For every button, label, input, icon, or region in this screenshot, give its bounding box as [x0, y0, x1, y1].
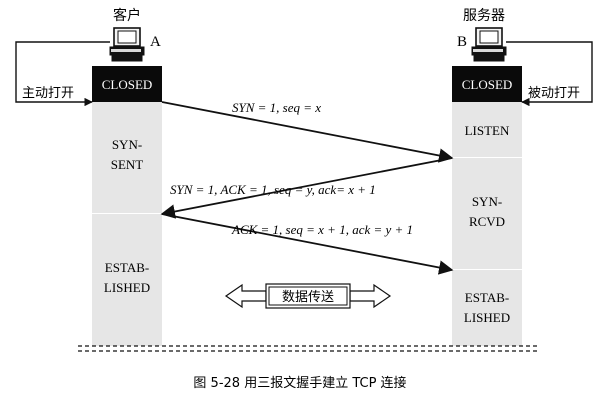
- client-established-line2: LISHED: [104, 280, 150, 295]
- client-established-box: [92, 214, 162, 346]
- client-syn-sent-line2: SENT: [111, 157, 144, 172]
- client-established-line1: ESTAB-: [105, 260, 149, 275]
- message-ack-label: ACK = 1, seq = x + 1, ack = y + 1: [231, 222, 413, 237]
- message-syn-arrow: [161, 101, 454, 163]
- server-established-line2: LISHED: [464, 310, 510, 325]
- passive-open-arrow: [506, 41, 593, 107]
- server-established-box: [452, 270, 522, 346]
- data-transfer-indicator: 数据传送: [224, 283, 392, 309]
- server-syn-rcvd-line2: RCVD: [469, 214, 505, 229]
- client-syn-sent-box: [92, 102, 162, 214]
- server-listen-label: LISTEN: [465, 123, 510, 138]
- server-listen-box: [452, 102, 522, 158]
- client-node-letter: A: [150, 34, 161, 50]
- message-ack-arrow: [161, 213, 454, 275]
- message-syn-label: SYN = 1, seq = x: [232, 100, 321, 115]
- figure-caption: 图 5-28 用三报文握手建立 TCP 连接: [193, 375, 406, 391]
- client-title: 客户: [113, 7, 141, 24]
- server-closed-box: [452, 66, 522, 102]
- message-syn-ack-arrow: [160, 157, 453, 219]
- client-syn-sent-line1: SYN-: [112, 137, 142, 152]
- client-closed-box: [92, 66, 162, 102]
- server-established-line1: ESTAB-: [465, 290, 509, 305]
- client-state-column: CLOSED SYN- SENT ESTAB- LISHED: [92, 66, 162, 346]
- client-computer-icon: [109, 27, 145, 62]
- active-open-arrow: [15, 41, 110, 107]
- server-closed-label: CLOSED: [462, 77, 513, 92]
- server-state-column: CLOSED LISTEN SYN- RCVD ESTAB- LISHED: [452, 66, 522, 346]
- passive-open-label: 被动打开: [528, 86, 580, 101]
- message-syn-ack-label: SYN = 1, ACK = 1, seq = y, ack= x + 1: [170, 182, 376, 197]
- server-computer-icon: [471, 27, 507, 62]
- server-syn-rcvd-line1: SYN-: [472, 194, 502, 209]
- client-closed-label: CLOSED: [102, 77, 153, 92]
- server-syn-rcvd-box: [452, 158, 522, 270]
- data-transfer-label: 数据传送: [282, 290, 334, 305]
- active-open-label: 主动打开: [22, 86, 74, 101]
- server-node-letter: B: [457, 34, 467, 50]
- server-title: 服务器: [463, 8, 505, 24]
